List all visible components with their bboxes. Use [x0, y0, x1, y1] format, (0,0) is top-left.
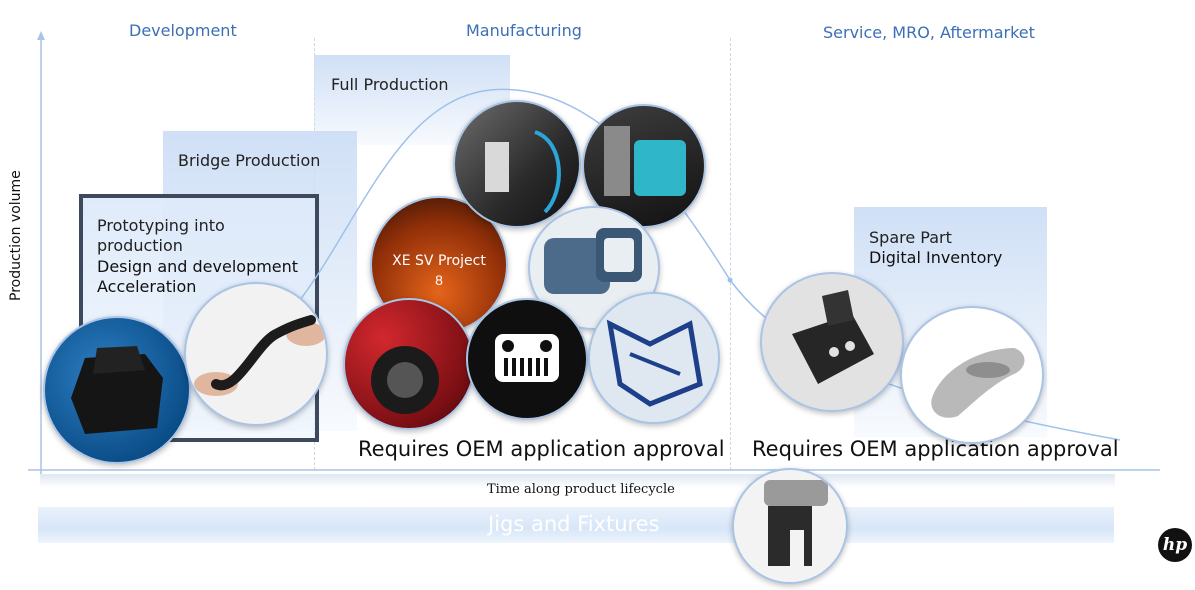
car-interior-photo [453, 100, 581, 228]
wheel-icon [371, 346, 439, 414]
phase-title-manufacturing: Manufacturing [466, 21, 582, 40]
console-photo [582, 104, 706, 228]
bracket-photo [760, 272, 904, 412]
jeep-grille-photo [466, 298, 588, 420]
phase-divider-2 [730, 38, 731, 470]
handle-icon [931, 348, 1025, 418]
interior-icon [485, 130, 561, 214]
hp-logo-text: hp [1162, 535, 1188, 555]
jeep-grille-icon [495, 334, 559, 382]
flexible-part-photo [184, 282, 328, 426]
red-car-photo [343, 298, 475, 430]
x-axis-label: Time along product lifecycle [487, 482, 675, 497]
wiring-frame-icon [606, 319, 703, 407]
jig-fixture-photo [732, 468, 848, 584]
phase-title-service: Service, MRO, Aftermarket [823, 23, 1035, 42]
prototyping-label-4: Acceleration [97, 277, 197, 296]
console-icon [604, 126, 686, 196]
jigs-fixtures-banner [38, 507, 1114, 543]
prototyping-label-1: Prototyping into [97, 216, 225, 235]
hp-logo: hp [1158, 528, 1192, 562]
approval-service: Requires OEM application approval [752, 437, 1119, 461]
wiring-frame-photo [588, 292, 720, 424]
jigs-fixtures-label: Jigs and Fixtures [488, 512, 660, 536]
prototyping-label-2: production [97, 236, 183, 255]
approval-manufacturing: Requires OEM application approval [358, 437, 725, 461]
phase-title-development: Development [129, 21, 237, 40]
handle-photo [900, 306, 1044, 444]
xe-number: 8 [435, 272, 443, 288]
spare-part-label-1: Spare Part [869, 228, 952, 247]
timeline-band [40, 474, 1115, 488]
bridge-production-label: Bridge Production [178, 151, 321, 170]
flexible-part-icon [194, 315, 326, 396]
y-axis-label: Production volume [8, 170, 24, 301]
housing-icon [544, 228, 642, 294]
jig-fixture-icon [764, 480, 828, 566]
prototyping-label-3: Design and development [97, 257, 299, 276]
full-production-label: Full Production [331, 75, 449, 94]
xe-title: XE SV Project [392, 253, 486, 269]
connector-cap-icon [71, 346, 163, 434]
connector-cap-photo [43, 316, 191, 464]
spare-part-label-2: Digital Inventory [869, 248, 1003, 267]
bracket-icon [792, 290, 874, 384]
